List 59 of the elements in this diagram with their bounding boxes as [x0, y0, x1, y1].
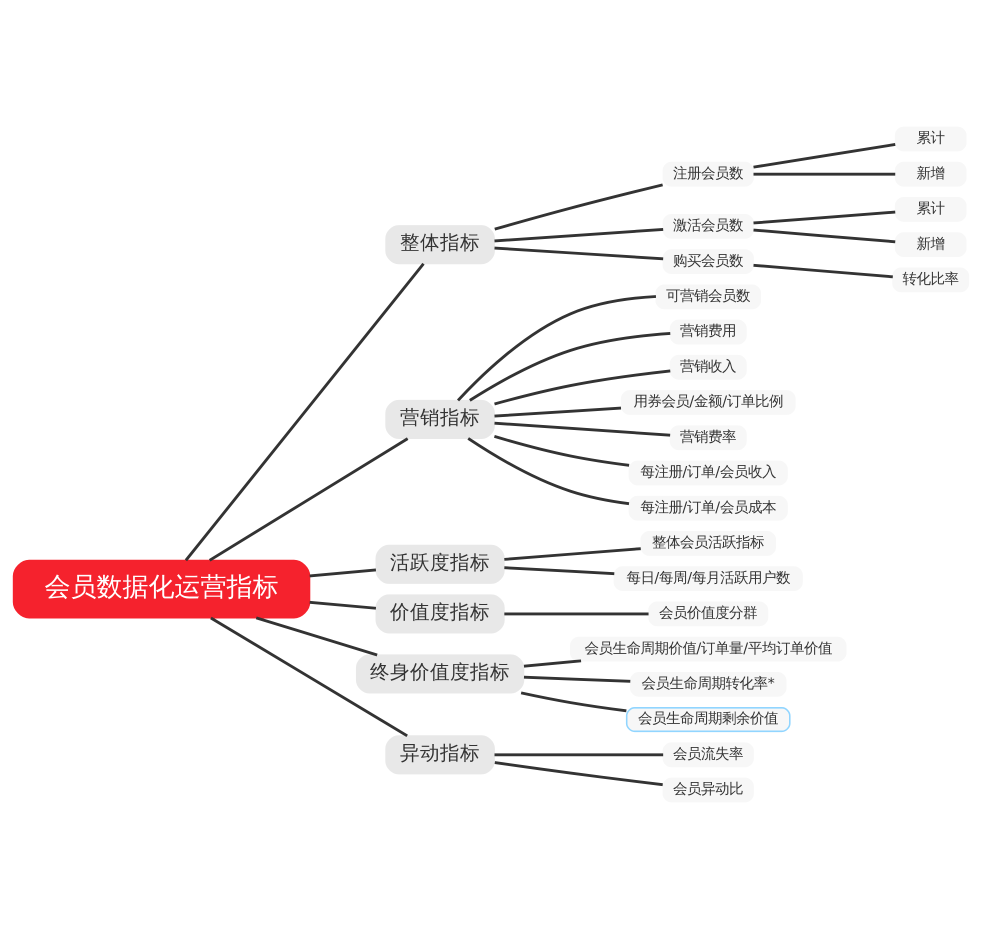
node-box: 用券会员/金额/订单比例 — [620, 390, 796, 414]
connector — [754, 172, 896, 176]
connector — [469, 332, 670, 402]
connector — [494, 227, 664, 242]
node-box: 营销收入 — [670, 354, 747, 380]
connector — [494, 752, 664, 756]
connector — [494, 246, 664, 260]
connector — [494, 369, 670, 405]
node-box: 每日/每周/每月活跃用户数 — [614, 566, 803, 591]
node-box: 激活会员数 — [662, 213, 754, 238]
connector — [210, 616, 408, 737]
connector — [753, 263, 893, 278]
connector — [753, 228, 896, 243]
node-box: 价值度指标 — [376, 594, 505, 633]
connector — [494, 421, 670, 436]
connector — [520, 690, 627, 712]
node-box: 新增 — [894, 232, 967, 257]
node-box: 转化比率 — [892, 266, 970, 292]
node-box: 营销指标 — [385, 399, 495, 439]
node-box: 会员数据化运营指标 — [12, 559, 310, 618]
node-box: 会员生命周期价值/订单量/平均订单价值 — [570, 636, 847, 662]
connector — [494, 760, 663, 786]
node-box: 可营销会员数 — [655, 284, 762, 309]
node-box: 营销费用 — [670, 319, 747, 344]
connector — [524, 675, 630, 682]
connector — [753, 142, 896, 168]
connector — [208, 436, 408, 562]
connector — [256, 616, 378, 656]
connector — [504, 566, 614, 575]
node-box: 新增 — [894, 161, 967, 186]
node-box: 累计 — [894, 196, 967, 222]
node-box: 会员流失率 — [662, 742, 754, 767]
connector — [494, 406, 622, 418]
connector — [524, 658, 582, 668]
connector — [494, 182, 663, 230]
connector — [310, 600, 376, 610]
node-box: 活跃度指标 — [376, 544, 505, 584]
node-box: 整体会员活跃指标 — [640, 530, 776, 556]
node-box: 累计 — [894, 126, 967, 151]
connector — [467, 436, 630, 505]
node-box: 每注册/订单/会员成本 — [628, 495, 788, 520]
node-box: 异动指标 — [385, 734, 495, 774]
node-box: 会员价值度分群 — [648, 601, 768, 626]
node-box: 每注册/订单/会员收入 — [628, 460, 788, 485]
connector — [184, 262, 425, 561]
node-box: 整体指标 — [385, 224, 495, 264]
node-box: 会员生命周期剩余价值 — [626, 706, 791, 732]
connector — [504, 546, 641, 560]
connector — [494, 434, 630, 466]
node-box: 终身价值度指标 — [356, 654, 524, 693]
connector — [456, 294, 656, 401]
node-box: 购买会员数 — [662, 248, 754, 274]
node-box: 营销费率 — [670, 424, 747, 450]
connector — [753, 210, 896, 224]
node-box: 会员生命周期转化率* — [630, 671, 787, 696]
connector — [310, 568, 376, 577]
node-box: 注册会员数 — [662, 161, 754, 186]
node-box: 会员异动比 — [662, 777, 754, 802]
connector — [504, 612, 649, 615]
